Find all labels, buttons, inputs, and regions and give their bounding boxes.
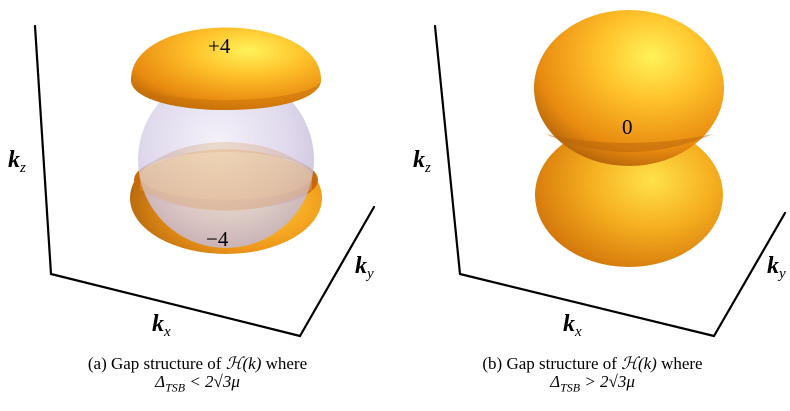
- figure-panel-a: +4 −4 kz kx ky (a) Gap structure of ℋ(k)…: [8, 24, 376, 395]
- axes-box-b: [433, 24, 787, 338]
- fermi-sphere-a: [138, 72, 314, 248]
- kz-axis-label: kz: [413, 147, 431, 176]
- chern-number-center-label: 0: [622, 115, 633, 139]
- chern-number-top-label: +4: [208, 34, 231, 58]
- gap-structure-plot-a: [33, 24, 376, 338]
- figure-panel-b: 0 kz kx ky (b) Gap structure of ℋ(k) whe…: [395, 0, 790, 411]
- figure-caption-b: (b) Gap structure of ℋ(k) where ΔTSB > 2…: [482, 354, 703, 395]
- kx-axis-label: kx: [152, 311, 171, 340]
- kz-axis-label: kz: [8, 147, 26, 176]
- kz-axis-line: [33, 24, 53, 276]
- ky-axis-label: ky: [355, 253, 374, 282]
- ky-axis-label: ky: [767, 253, 786, 282]
- kz-axis-line: [433, 24, 462, 276]
- gap-structure-plot-b: [433, 10, 787, 338]
- axes-box-a: [33, 24, 376, 338]
- chern-number-bottom-label: −4: [206, 227, 229, 251]
- kx-axis-line: [49, 272, 302, 338]
- kx-axis-line: [458, 272, 716, 338]
- upper-gap-lobe-a: [131, 27, 321, 110]
- kx-axis-label: kx: [563, 311, 582, 340]
- figure-caption-a: (a) Gap structure of ℋ(k) where ΔTSB < 2…: [87, 354, 308, 395]
- ky-axis-line: [298, 205, 376, 338]
- gap-lobe-b: [534, 10, 724, 267]
- ky-axis-line: [712, 211, 787, 338]
